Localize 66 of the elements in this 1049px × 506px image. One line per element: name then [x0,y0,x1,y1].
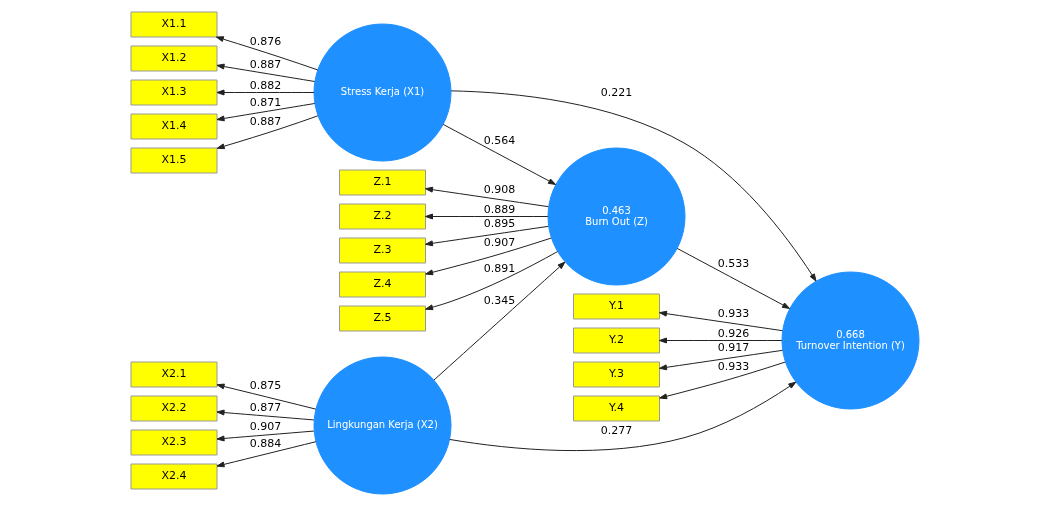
edge-label: 0.889 [483,203,515,217]
node-box: Z.3 [338,237,426,264]
node-circle: Lingkungan Kerja (X2) [313,356,451,495]
arrow [658,349,783,371]
arrow [432,261,565,381]
edge-label: 0.877 [249,401,281,415]
arrow [424,237,552,276]
arrow [676,247,790,309]
edge-label: 0.933 [717,360,749,374]
edge-label: 0.277 [600,424,632,438]
edge-label: 0.887 [249,115,281,129]
edge-label: 0.876 [249,35,281,49]
node-box: X2.2 [130,395,217,422]
edge-label: 0.882 [249,79,281,93]
node-box: X1.1 [130,11,217,38]
edge-label: 0.345 [483,294,515,308]
node-box: Y.1 [572,293,660,320]
node-box: Z.4 [338,271,426,298]
arrow [216,441,316,468]
node-circle: Stress Kerja (X1) [313,23,451,162]
arrow [448,381,796,452]
node-box: X1.2 [130,45,217,72]
arrow [216,430,314,442]
arrow [424,251,558,311]
edge-label: 0.887 [249,58,281,72]
arrow [216,115,318,150]
arrow [658,337,782,344]
arrow [658,310,783,332]
edge-label: 0.907 [249,420,281,434]
node-box: X1.3 [130,79,217,106]
edge-label: 0.884 [249,437,281,451]
edge-label: 0.907 [483,236,515,250]
node-box: Y.2 [572,327,660,354]
edge-label: 0.933 [717,307,749,321]
arrow [450,90,817,282]
arrow [216,63,315,82]
edge-label: 0.926 [717,327,749,341]
node-box: Y.3 [572,361,660,388]
node-box: X2.3 [130,429,217,456]
node-box: X1.5 [130,147,217,174]
arrow [424,213,548,220]
edge-label: 0.895 [483,217,515,231]
edge-label: 0.917 [717,341,749,355]
arrow [424,186,549,208]
node-box: Z.2 [338,203,426,230]
edge-label: 0.871 [249,96,281,110]
node-box: X1.4 [130,113,217,140]
edge-label: 0.533 [717,257,749,271]
edge-label: 0.891 [483,262,515,276]
node-box: X2.4 [130,463,217,490]
edge-label: 0.221 [600,86,632,100]
arrow [216,89,314,96]
arrow [442,123,556,185]
node-box: Z.5 [338,305,426,332]
edge-label: 0.564 [483,134,515,148]
node-box: X2.1 [130,361,217,388]
edge-label: 0.875 [249,379,281,393]
arrow [216,103,315,122]
arrow [215,36,318,71]
node-box: Z.1 [338,169,426,196]
edge-label: 0.908 [483,183,515,197]
arrow [424,225,549,247]
arrow [216,409,314,421]
arrow [658,361,786,400]
arrow [216,383,316,410]
node-box: Y.4 [572,395,660,422]
